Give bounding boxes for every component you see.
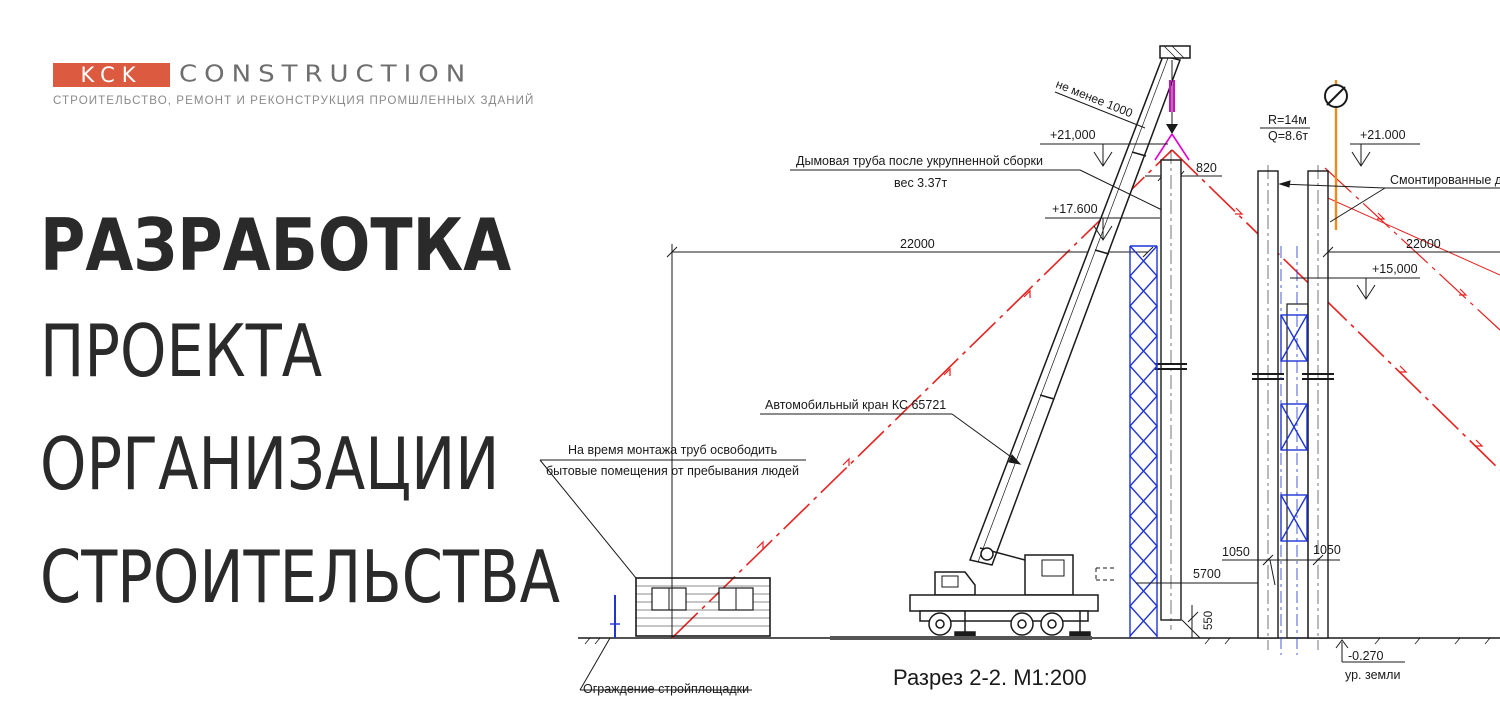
- left-chimney-details: [1095, 567, 1272, 639]
- ground-elevation: -0.270: [1348, 649, 1383, 663]
- chimney-label-line-2: вес 3.37т: [894, 176, 948, 190]
- mounted-leader: [1278, 180, 1500, 223]
- drawing-caption: Разрез 2-2. М1:200: [893, 665, 1087, 690]
- logo-mark: KCK: [80, 63, 143, 87]
- crane-pad: [830, 636, 1092, 640]
- elevation-marker-right-mid: [1290, 277, 1420, 300]
- elevation-marker-right-top: [1350, 143, 1420, 167]
- chimney-label-line-1: Дымовая труба после укрупненной сборки: [796, 154, 1043, 168]
- logo-mark-background: [53, 63, 170, 87]
- site-fence: [579, 595, 752, 691]
- crane-label: Автомобильный кран КС 65721: [765, 398, 946, 412]
- gap-1050-a: 1050: [1222, 545, 1250, 559]
- cabin-note-leader: [539, 459, 806, 579]
- hook-sling: [1154, 60, 1190, 161]
- elevation-right-top: +21.000: [1360, 128, 1406, 142]
- span-dimension-right: [1322, 246, 1500, 258]
- right-truss-panels: [1280, 246, 1308, 655]
- load-label: Q=8.6т: [1268, 129, 1308, 143]
- headline-line-3: ОРГАНИЗАЦИИ: [40, 422, 500, 506]
- distance-5700: 5700: [1193, 567, 1221, 581]
- headline-line-1: РАЗРАБОТКА: [40, 203, 512, 287]
- ground-level-label: ур. земли: [1345, 668, 1400, 682]
- cabin-note-line-1: На время монтажа труб освободить: [568, 443, 777, 457]
- height-550: 550: [1203, 611, 1215, 630]
- mounting-truss: [1129, 245, 1158, 638]
- fence-label: Ограждение стройплощадки: [583, 682, 749, 696]
- headline-line-2: ПРОЕКТА: [40, 309, 323, 393]
- elevation-marker-left-mid: [1045, 217, 1160, 241]
- site-cabin: [635, 577, 771, 637]
- danger-zone-lines: [671, 149, 1500, 639]
- chimney-left: [1155, 150, 1187, 630]
- crane-leader: [760, 413, 1022, 465]
- headline: РАЗРАБОТКА ПРОЕКТА ОРГАНИЗАЦИИ СТРОИТЕЛЬ…: [40, 195, 600, 634]
- logo-tagline: СТРОИТЕЛЬСТВО, РЕМОНТ И РЕКОНСТРУКЦИЯ ПР…: [53, 94, 535, 107]
- slewing-restriction: [1260, 80, 1348, 230]
- chimney-right-a: [1252, 165, 1284, 650]
- gap-1050-b: 1050: [1313, 543, 1341, 557]
- min-distance-leader: [1054, 91, 1146, 129]
- gap-1050-dimensions: [1222, 554, 1340, 586]
- elevation-left-top: +21,000: [1050, 128, 1096, 142]
- headline-line-4: СТРОИТЕЛЬСТВА: [40, 535, 560, 619]
- span-right-value: 22000: [1406, 237, 1441, 251]
- mobile-crane: [909, 45, 1191, 638]
- gap-820-value: 820: [1196, 161, 1217, 175]
- radius-label: R=14м: [1268, 113, 1307, 127]
- right-support-frame: [1286, 303, 1309, 639]
- span-dimension-left: [666, 244, 1154, 638]
- logo-name: CONSTRUCTION: [179, 61, 473, 88]
- elevation-right-mid: +15,000: [1372, 262, 1418, 276]
- ground-level-marker: [1335, 639, 1405, 663]
- company-logo: KCK CONSTRUCTION СТРОИТЕЛЬСТВО, РЕМОНТ И…: [53, 60, 618, 110]
- min-distance-label: не менее 1000: [1054, 77, 1135, 121]
- chimney-leader: [790, 169, 1163, 211]
- mounted-label: Смонтированные д: [1390, 173, 1500, 187]
- elevation-marker-left-top: [1040, 143, 1168, 167]
- elevation-left-mid: +17.600: [1052, 202, 1098, 216]
- chimney-right-b: [1302, 165, 1334, 650]
- span-left-value: 22000: [900, 237, 935, 251]
